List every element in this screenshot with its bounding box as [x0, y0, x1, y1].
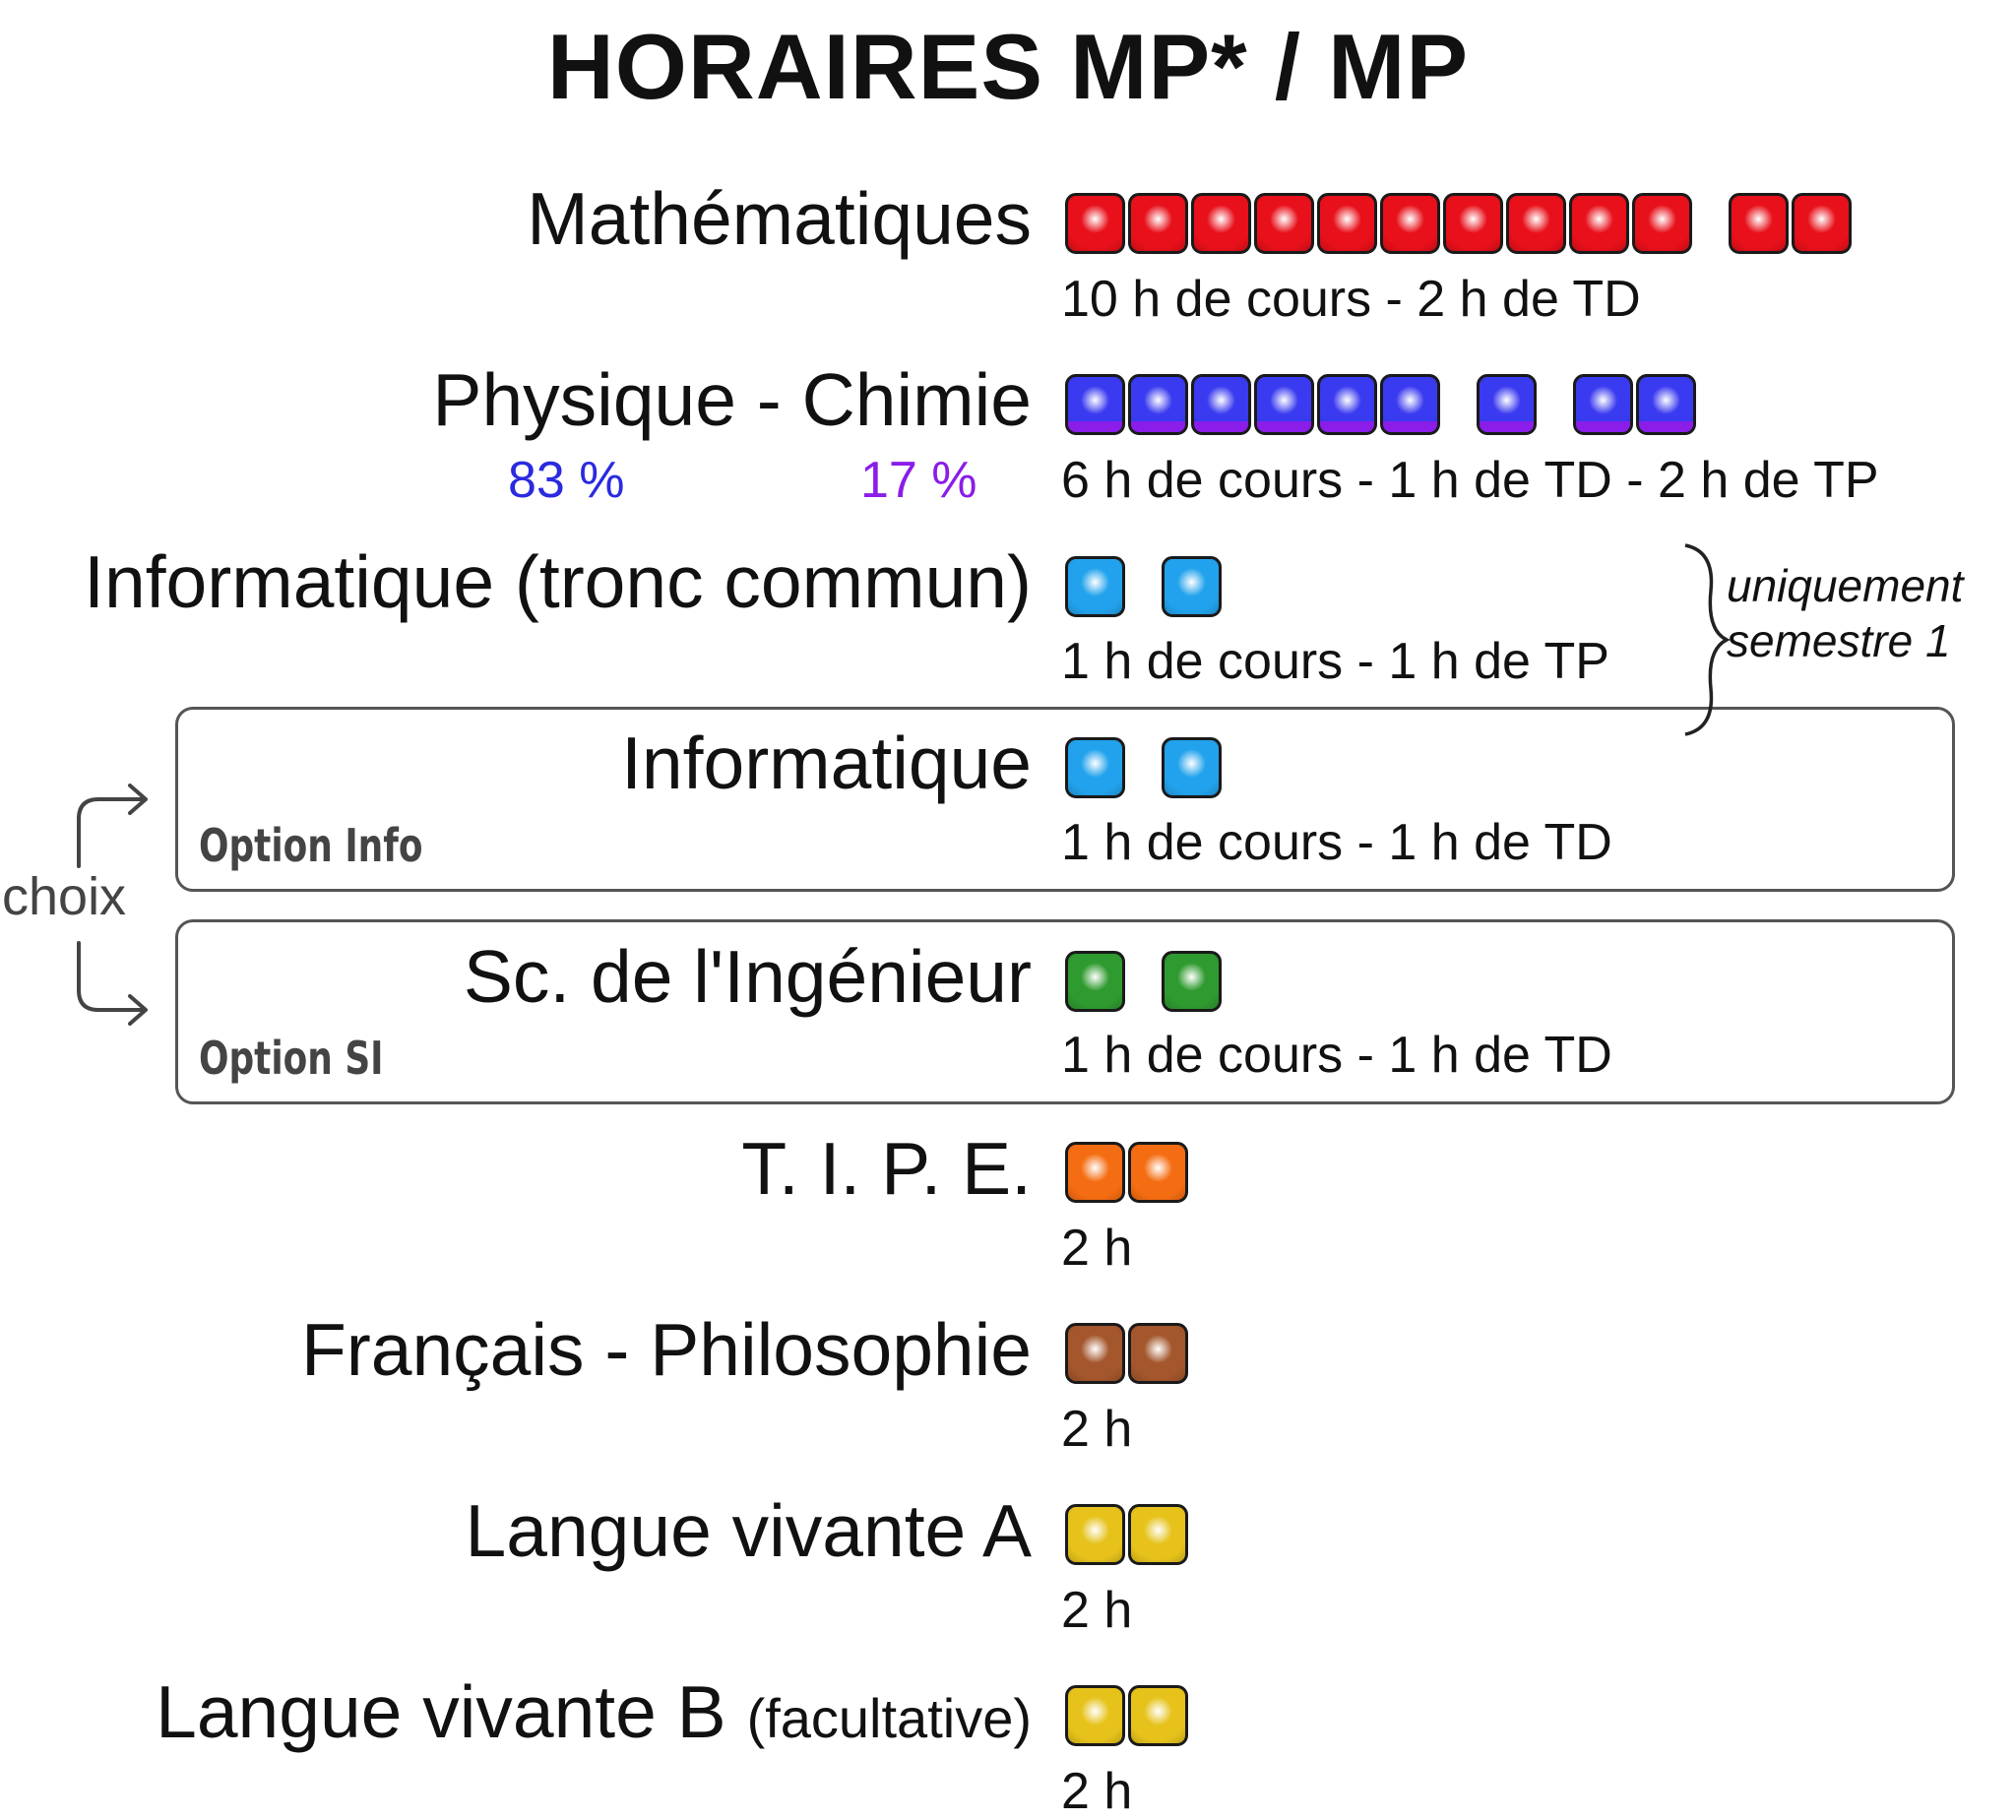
subject-detail-mathematiques: 10 h de cours - 2 h de TD: [1061, 271, 1641, 328]
hour-blocks-langue-vivante-a: [1065, 1504, 1191, 1565]
hour-block: [1254, 193, 1314, 254]
hour-block: [1065, 193, 1125, 254]
chimie-band: [1257, 421, 1311, 432]
hour-block: [1065, 1142, 1125, 1203]
pct-physique: 83 %: [508, 452, 625, 509]
option-info-box: [175, 707, 1955, 892]
hour-block: [1573, 374, 1633, 435]
chimie-band: [1320, 421, 1374, 432]
option-si-box: [175, 919, 1955, 1104]
hour-block: [1065, 951, 1125, 1012]
hour-block: [1065, 374, 1125, 435]
hour-block: [1128, 374, 1188, 435]
hour-block: [1191, 193, 1251, 254]
hour-block: [1477, 374, 1537, 435]
hour-block: [1317, 374, 1377, 435]
hour-block: [1792, 193, 1852, 254]
subject-name-francais-philosophie: Français - Philosophie: [300, 1308, 1032, 1391]
brace-icon: [1684, 543, 1731, 736]
choix-label: choix: [2, 867, 127, 926]
subject-name-langue-vivante-a: Langue vivante A: [465, 1489, 1032, 1572]
chimie-band: [1131, 421, 1185, 432]
subject-detail-tipe: 2 h: [1061, 1220, 1133, 1277]
hour-block: [1380, 193, 1440, 254]
hour-blocks-informatique-tronc-commun: [1065, 556, 1225, 617]
chimie-band: [1383, 421, 1437, 432]
hour-block: [1128, 1685, 1188, 1746]
hour-block: [1128, 1142, 1188, 1203]
hour-block: [1065, 1504, 1125, 1565]
hour-block: [1443, 193, 1503, 254]
option-si-label: Option SI: [199, 1032, 384, 1085]
hour-block: [1729, 193, 1789, 254]
subject-name-tipe: T. I. P. E.: [741, 1127, 1032, 1210]
hour-blocks-tipe: [1065, 1142, 1191, 1203]
semester-note-line2: semestre 1: [1727, 615, 1951, 666]
subject-detail-langue-vivante-b: 2 h: [1061, 1763, 1133, 1820]
hour-block: [1162, 951, 1222, 1012]
chimie-band: [1480, 421, 1534, 432]
hour-blocks-mathematiques: [1065, 193, 1855, 254]
hour-block: [1317, 193, 1377, 254]
hour-blocks-langue-vivante-b: [1065, 1685, 1191, 1746]
subject-name-langue-vivante-b: Langue vivante B (facultative): [156, 1675, 1032, 1749]
chimie-band: [1576, 421, 1630, 432]
hour-block: [1065, 1685, 1125, 1746]
subject-detail-francais-philosophie: 2 h: [1061, 1401, 1133, 1458]
subject-detail-sciences-ingenieur: 1 h de cours - 1 h de TD: [1061, 1027, 1612, 1084]
chimie-band: [1639, 421, 1693, 432]
hour-blocks-physique-chimie: [1065, 374, 1699, 435]
hour-block: [1162, 556, 1222, 617]
hour-block: [1128, 193, 1188, 254]
subject-name-informatique-option: Informatique: [621, 722, 1032, 804]
hour-block: [1506, 193, 1566, 254]
hour-block: [1191, 374, 1251, 435]
hour-block: [1632, 193, 1692, 254]
chimie-band: [1194, 421, 1248, 432]
subject-name-mathematiques: Mathématiques: [527, 177, 1032, 260]
hour-block: [1065, 737, 1125, 798]
hour-blocks-informatique-option: [1065, 737, 1225, 798]
hour-block: [1128, 1323, 1188, 1384]
chimie-band: [1068, 421, 1122, 432]
subject-detail-informatique-tronc-commun: 1 h de cours - 1 h de TP: [1061, 633, 1609, 690]
hour-block: [1636, 374, 1696, 435]
subject-detail-physique-chimie: 6 h de cours - 1 h de TD - 2 h de TP: [1061, 452, 1879, 509]
hour-block: [1380, 374, 1440, 435]
hour-block: [1065, 1323, 1125, 1384]
subject-name-langue-vivante-b-main: Langue vivante B: [156, 1670, 726, 1753]
page-title: HORAIRES MP* / MP: [546, 15, 1470, 118]
hour-blocks-francais-philosophie: [1065, 1323, 1191, 1384]
hour-block: [1569, 193, 1629, 254]
pct-chimie: 17 %: [860, 452, 977, 509]
semester-note-line1: uniquement: [1727, 560, 1964, 611]
hour-block: [1128, 1504, 1188, 1565]
subject-detail-informatique-option: 1 h de cours - 1 h de TD: [1061, 814, 1612, 871]
subject-name-physique-chimie: Physique - Chimie: [432, 358, 1032, 441]
hour-block: [1065, 556, 1125, 617]
subject-detail-langue-vivante-a: 2 h: [1061, 1582, 1133, 1639]
hour-blocks-sciences-ingenieur: [1065, 951, 1225, 1012]
option-info-label: Option Info: [199, 819, 423, 872]
hour-block: [1162, 737, 1222, 798]
subject-name-informatique-tronc-commun: Informatique (tronc commun): [84, 540, 1032, 623]
subject-name-langue-vivante-b-suffix: (facultative): [746, 1687, 1032, 1749]
hour-block: [1254, 374, 1314, 435]
subject-name-sciences-ingenieur: Sc. de l'Ingénieur: [463, 935, 1032, 1018]
